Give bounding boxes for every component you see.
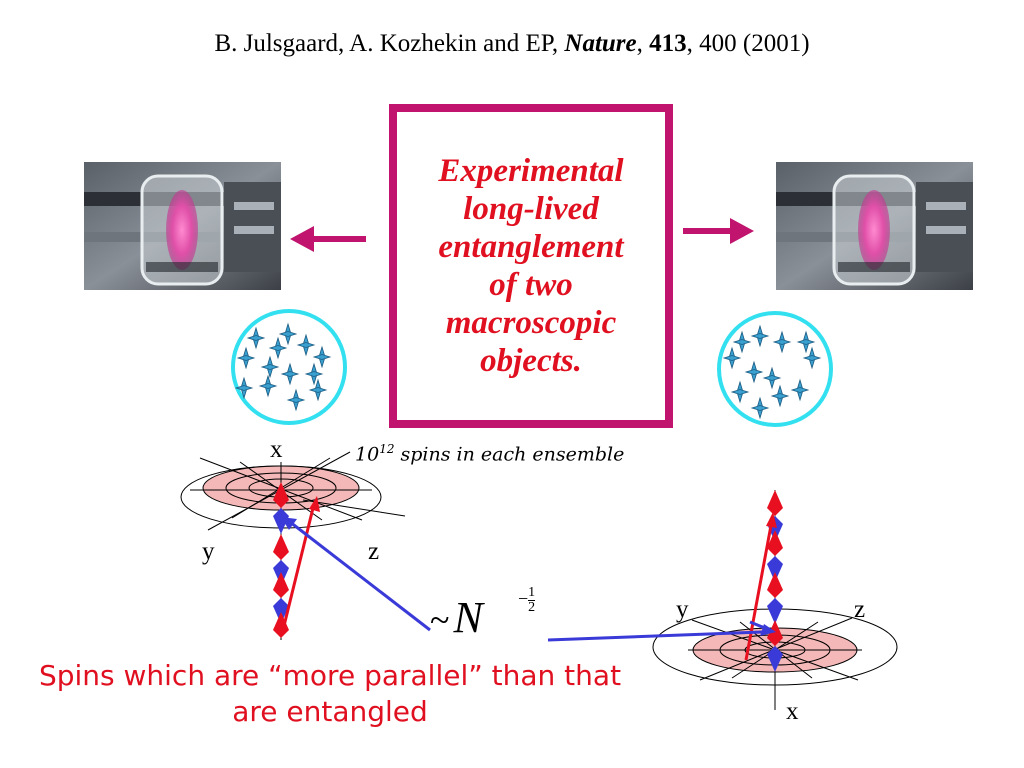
title-line: entanglement [438, 229, 624, 265]
title-text: Experimental long-lived entanglement of … [397, 152, 665, 380]
right-cell-photo [776, 162, 973, 290]
right-coordinate-diagram [547, 490, 898, 710]
citation-authors: B. Julsgaard, A. Kozhekin and EP, [214, 30, 565, 57]
left-axis-y-label: y [202, 538, 215, 565]
left-coordinate-diagram [180, 451, 431, 640]
entanglement-note: Spins which are “more parallel” than tha… [0, 658, 660, 730]
left-cell-photo [84, 162, 281, 290]
ensemble-prefix: 10 [355, 443, 380, 466]
formula-minus: − [518, 588, 529, 609]
left-ensemble-circle [231, 309, 347, 425]
note-line: Spins which are “more parallel” than tha… [38, 659, 622, 692]
formula-tilde: ~ [430, 600, 450, 640]
left-cell-image [84, 162, 281, 290]
formula-frac-den: 2 [528, 600, 536, 615]
citation-journal: Nature [564, 30, 637, 57]
title-line: long-lived [463, 191, 599, 227]
citation: B. Julsgaard, A. Kozhekin and EP, Nature… [0, 30, 1024, 58]
left-arrow [290, 226, 366, 252]
formula-symbol: N [453, 593, 483, 642]
citation-volume: 413 [649, 30, 687, 57]
right-arrow [683, 218, 754, 244]
formula-frac-num: 1 [528, 585, 536, 601]
title-line: objects. [480, 343, 582, 379]
title-line: of two [489, 267, 573, 303]
title-box: Experimental long-lived entanglement of … [389, 104, 673, 428]
citation-rest: , 400 (2001) [686, 30, 810, 57]
title-line: Experimental [438, 153, 624, 189]
title-line: macroscopic [445, 305, 617, 341]
right-cell-image [776, 162, 973, 290]
note-line: are entangled [232, 695, 428, 728]
right-axis-y-label: y [676, 596, 689, 623]
right-ensemble-circle [717, 311, 833, 427]
ensemble-suffix: spins in each ensemble [394, 443, 625, 466]
right-axis-x-label: x [786, 698, 799, 725]
left-axis-x-label: x [270, 436, 283, 463]
left-axis-z-label: z [368, 538, 380, 565]
citation-sep: , [636, 30, 650, 57]
ensemble-label: 1012 spins in each ensemble [355, 442, 735, 465]
right-axis-z-label: z [854, 596, 866, 623]
ensemble-exponent: 12 [379, 442, 395, 456]
